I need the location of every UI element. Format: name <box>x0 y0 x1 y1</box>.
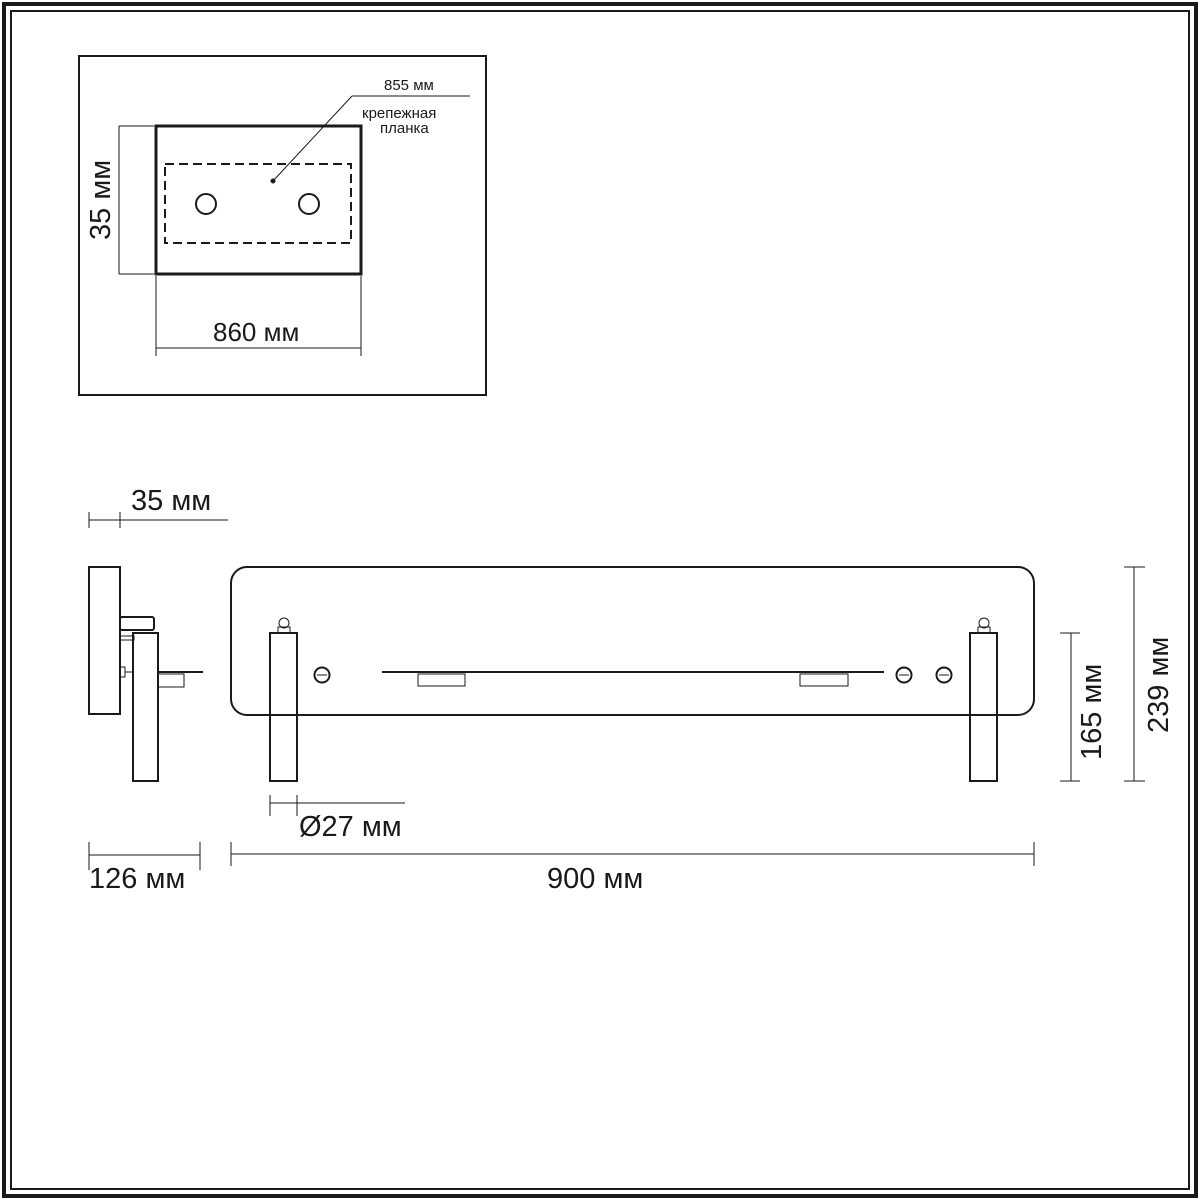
screw-right-2 <box>935 666 953 684</box>
screw-right-1 <box>895 666 913 684</box>
diameter-label: Ø27 мм <box>299 811 402 843</box>
side-depth-label: 35 мм <box>131 485 211 517</box>
backplate <box>230 566 1035 716</box>
screw-hole-left <box>195 193 217 215</box>
total-height-label: 239 мм <box>1143 637 1175 733</box>
bracket-name-line2: планка <box>380 120 429 137</box>
mounting-bracket-outline <box>164 163 352 244</box>
length-label: 900 мм <box>547 863 643 895</box>
projection-label: 126 мм <box>89 863 185 895</box>
inner-height-label: 165 мм <box>1076 664 1108 760</box>
front-view: Ø27 мм 900 мм 165 мм 239 мм <box>230 566 1175 895</box>
inset-width-label: 860 мм <box>213 317 299 347</box>
side-view: 35 мм 126 мм <box>88 485 228 895</box>
inset-panel: 855 мм крепежная планка 35 мм 860 мм <box>78 55 487 396</box>
bracket-length-label: 855 мм <box>384 77 434 94</box>
mounting-plate <box>154 124 363 276</box>
right-column <box>969 617 998 782</box>
screw-hole-right <box>298 193 320 215</box>
left-column <box>269 617 298 782</box>
bracket-name-line1: крепежная <box>362 105 436 122</box>
screw-left <box>313 666 331 684</box>
inset-height-label: 35 мм <box>85 160 117 240</box>
